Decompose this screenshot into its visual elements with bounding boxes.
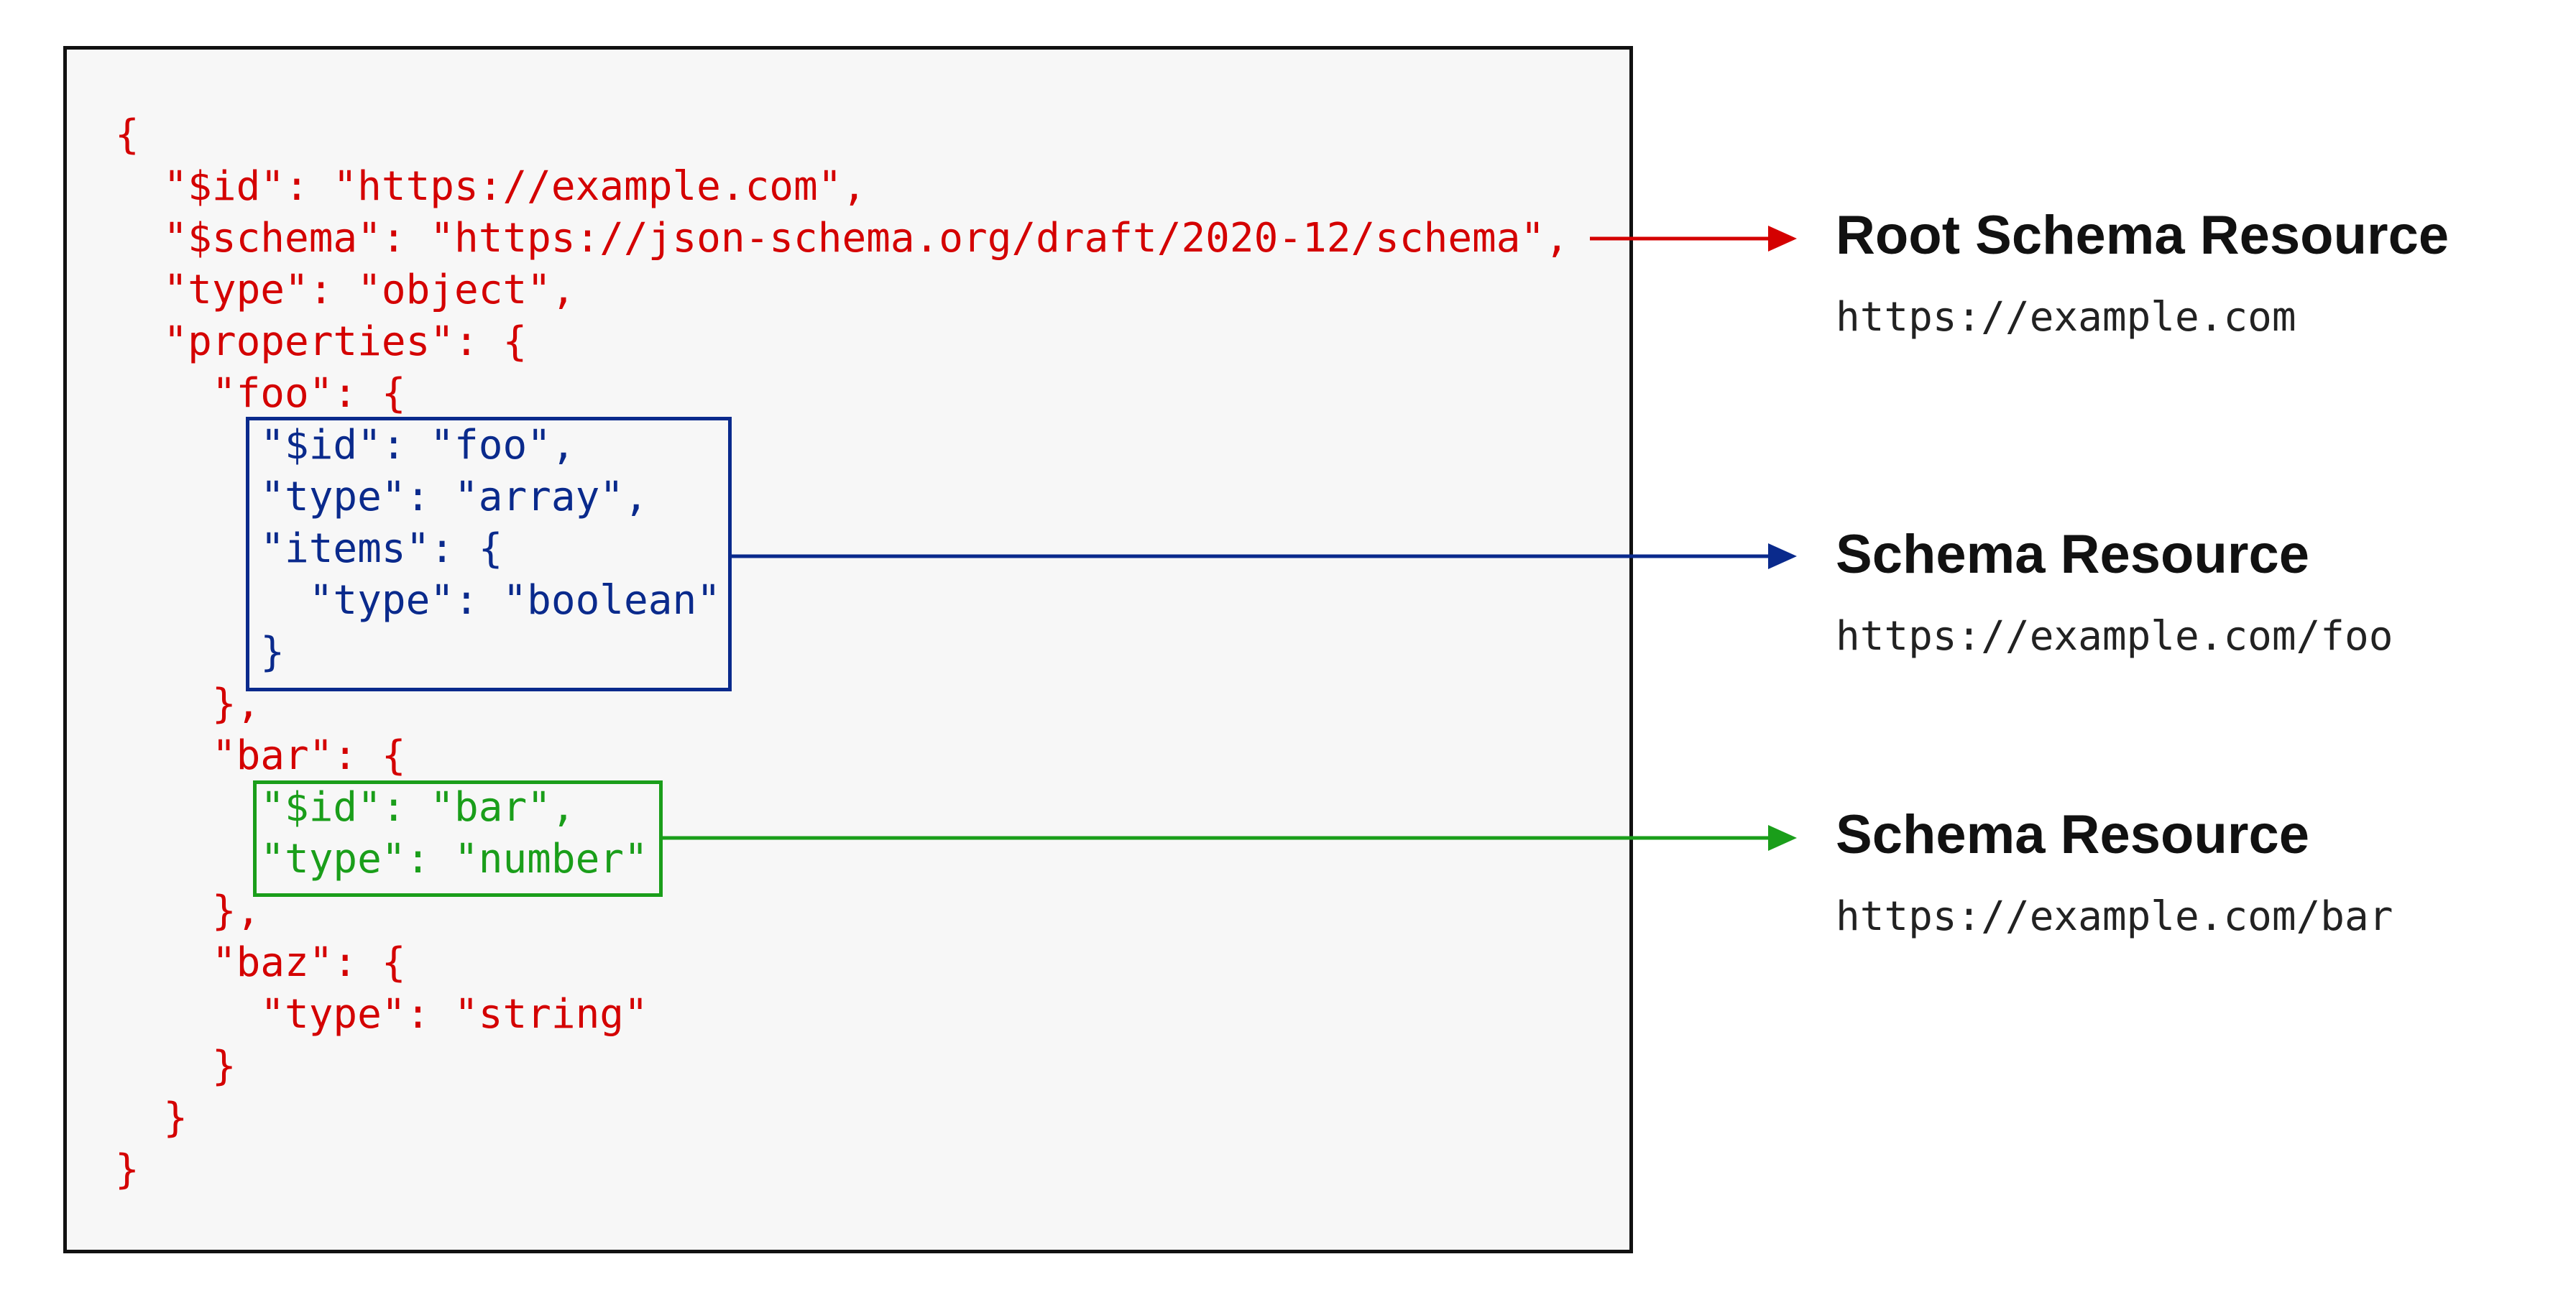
bar-resource-box	[253, 780, 663, 897]
foo-resource-box	[246, 417, 732, 691]
foo-resource-title: Schema Resource	[1836, 524, 2309, 585]
code-line: "$schema": "https://json-schema.org/draf…	[115, 215, 1569, 262]
foo-resource-url: https://example.com/foo	[1836, 613, 2393, 660]
code-line: "bar": {	[115, 732, 406, 779]
bar-resource-url: https://example.com/bar	[1836, 893, 2393, 940]
root-resource-url: https://example.com	[1836, 294, 2296, 341]
code-line: "$id": "foo",	[115, 422, 576, 469]
code-line: "type": "string"	[115, 991, 648, 1038]
code-panel	[63, 46, 1633, 1253]
bar-resource-title: Schema Resource	[1836, 804, 2309, 865]
code-line: "type": "object",	[115, 267, 576, 313]
code-line: "type": "array",	[115, 474, 648, 520]
code-line: },	[115, 888, 261, 934]
code-line: "type": "number"	[115, 836, 648, 882]
code-line: }	[115, 1094, 188, 1141]
code-line: }	[115, 1146, 139, 1193]
code-line: "type": "boolean"	[115, 577, 721, 624]
root-arrow-head	[1768, 226, 1797, 252]
foo-arrow-head	[1768, 543, 1797, 569]
code-line: {	[115, 111, 139, 158]
code-line: }	[115, 629, 285, 676]
code-line: "$id": "https://example.com",	[115, 163, 867, 210]
code-line: "foo": {	[115, 370, 406, 417]
bar-arrow-head	[1768, 825, 1797, 851]
code-line: }	[115, 1043, 236, 1089]
root-resource-title: Root Schema Resource	[1836, 205, 2450, 266]
code-line: "baz": {	[115, 939, 406, 986]
code-line: "$id": "bar",	[115, 784, 576, 831]
code-line: "items": {	[115, 525, 503, 572]
code-line: "properties": {	[115, 318, 528, 365]
